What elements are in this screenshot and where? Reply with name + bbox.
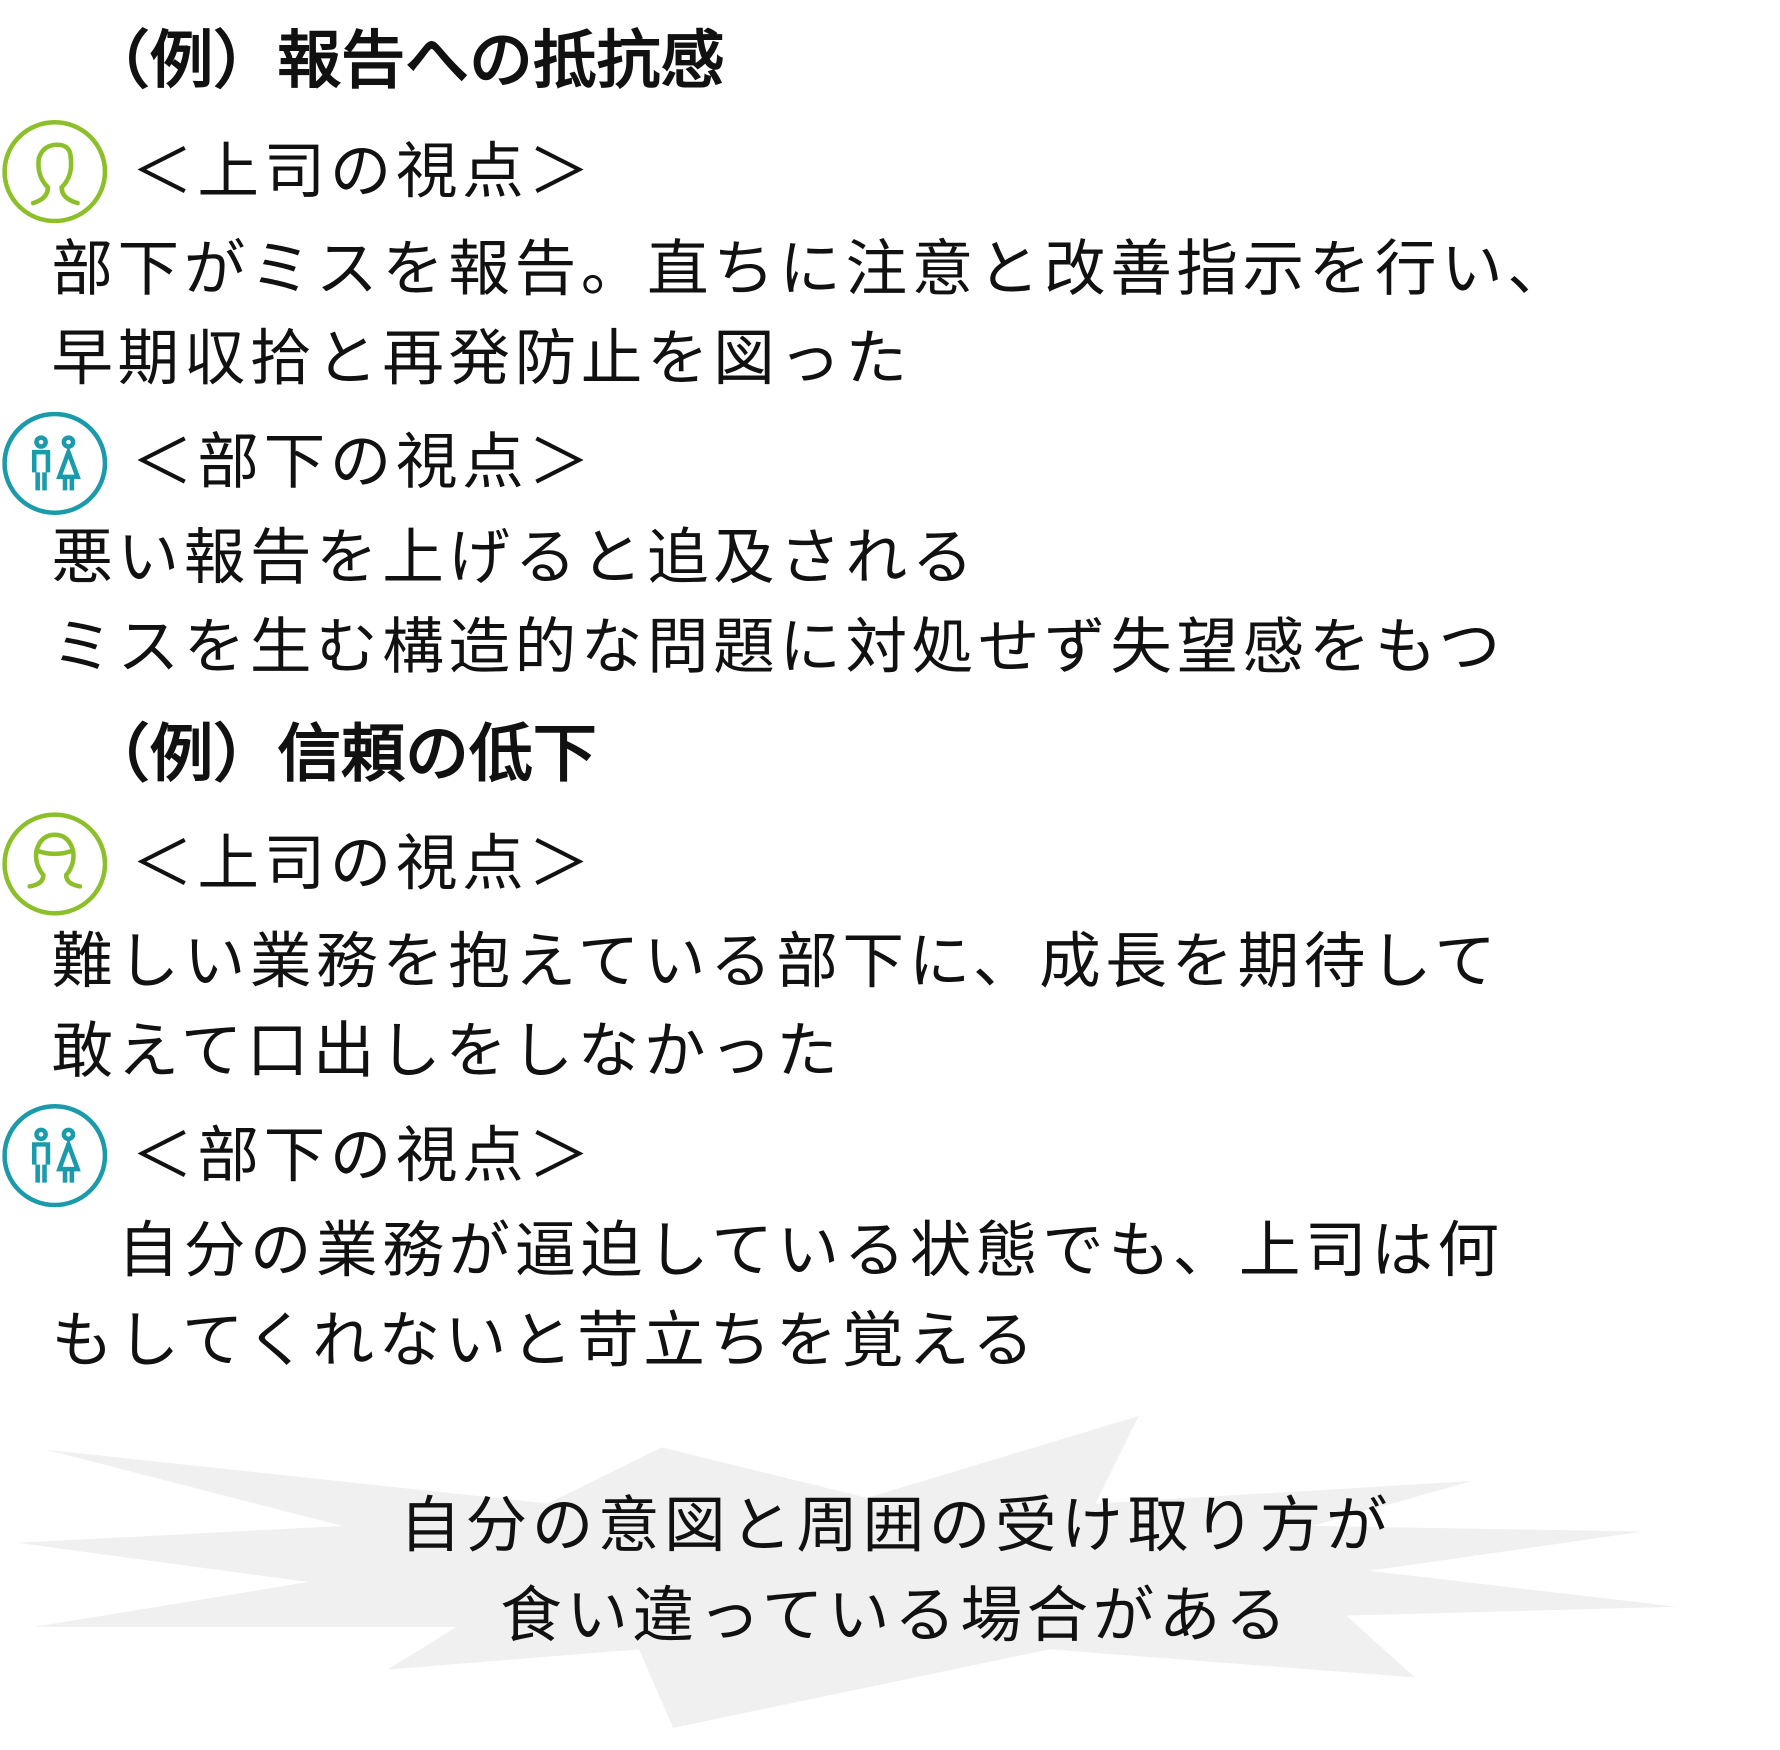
example-heading-1: （例）報告への抵抗感 (85, 24, 725, 98)
boss-view-line: 敢えて口出しをしなかった (51, 1015, 843, 1087)
boss-view-line: 部下がミスを報告。直ちに注意と改善指示を行い、 (51, 233, 1574, 305)
boss-view-label-1: ＜上司の視点＞ (131, 135, 595, 207)
boss-view-label-2: ＜上司の視点＞ (131, 828, 595, 899)
boss-person-icon (2, 120, 108, 224)
subordinate-view-line: もしてくれないと苛立ちを覚える (51, 1304, 1039, 1376)
subordinate-view-label-1: ＜部下の視点＞ (131, 426, 595, 498)
conclusion-line: 食い違っている場合がある (500, 1579, 1292, 1651)
boss-view-line: 難しい業務を抱えている部下に、成長を期待して (51, 925, 1501, 997)
subordinate-view-label-2: ＜部下の視点＞ (131, 1119, 595, 1191)
subordinates-icon (2, 411, 108, 515)
subordinate-view-line: 自分の業務が逼迫している状態でも、上司は何 (51, 1215, 1504, 1286)
boss-person-icon (2, 812, 108, 916)
subordinates-icon (2, 1104, 108, 1208)
boss-view-line: 早期収拾と再発防止を図った (51, 323, 912, 394)
example-heading-2: （例）信頼の低下 (85, 718, 597, 792)
conclusion-line: 自分の意図と周囲の受け取り方が (399, 1490, 1393, 1561)
subordinate-view-line: ミスを生む構造的な問題に対処せず失望感をもつ (51, 611, 1505, 683)
subordinate-view-line: 悪い報告を上げると追及される (51, 521, 978, 593)
